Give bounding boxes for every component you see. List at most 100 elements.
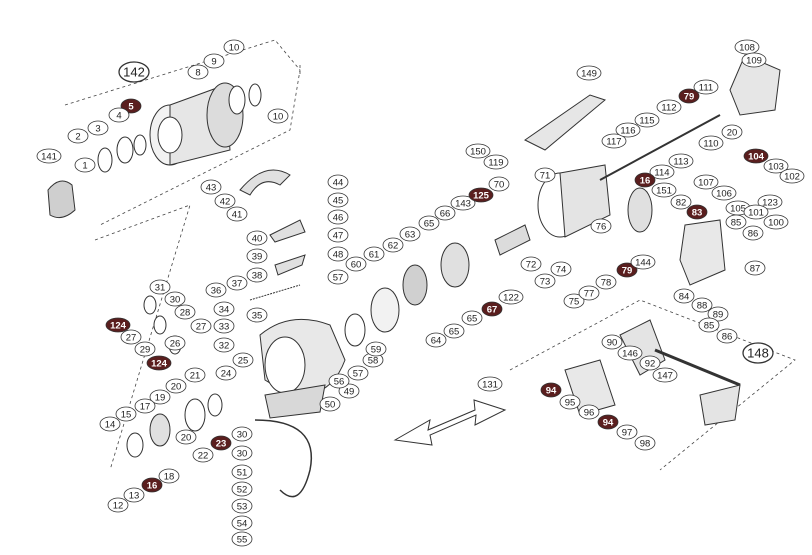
part-label-23: 23 <box>210 435 232 451</box>
part-label-95: 95 <box>559 394 581 410</box>
part-label-number: 16 <box>147 480 158 491</box>
part-label-badge <box>707 306 729 322</box>
part-label-107: 107 <box>693 174 719 190</box>
part-label-142: 142 <box>118 61 150 83</box>
part-label-number: 89 <box>713 309 724 320</box>
part-label-badge <box>232 352 254 368</box>
part-label-number: 57 <box>353 368 364 379</box>
part-label-badge <box>210 435 232 451</box>
main-shaft <box>599 114 721 181</box>
part-label-badge <box>134 341 156 357</box>
part-label-badge <box>520 256 542 272</box>
part-label-number: 8 <box>195 67 200 78</box>
part-label-number: 18 <box>164 471 175 482</box>
part-label-number: 10 <box>229 42 240 53</box>
part-label-number: 10 <box>273 111 284 122</box>
part-label-number: 94 <box>603 417 614 428</box>
part-label-badge <box>223 39 245 55</box>
part-label-badge <box>779 168 805 184</box>
part-label-number: 146 <box>622 348 638 359</box>
part-label-badge <box>741 52 767 68</box>
part-label-badge <box>120 329 142 345</box>
part-label-33: 33 <box>213 318 235 334</box>
part-label-117: 117 <box>601 133 627 149</box>
part-label-badge <box>498 289 524 305</box>
part-label-73: 73 <box>534 273 556 289</box>
part-label-number: 59 <box>371 344 382 355</box>
part-label-badge <box>601 133 627 149</box>
part-label-number: 1 <box>82 160 87 171</box>
part-label-61: 61 <box>363 246 385 262</box>
part-label-number: 79 <box>622 265 633 276</box>
part-label-number: 63 <box>405 229 416 240</box>
part-label-badge <box>213 301 235 317</box>
part-label-number: 106 <box>716 188 732 199</box>
spool-washers <box>97 83 262 173</box>
part-label-number: 90 <box>607 337 618 348</box>
part-label-badge <box>115 406 137 422</box>
part-label-badge <box>698 135 724 151</box>
part-label-number: 54 <box>237 518 248 529</box>
part-label-56: 56 <box>328 373 350 389</box>
part-label-badge <box>468 187 494 203</box>
part-label-badge <box>231 531 253 547</box>
part-label-badge <box>184 367 206 383</box>
part-label-122: 122 <box>498 289 524 305</box>
part-label-number: 85 <box>731 217 742 228</box>
part-label-146: 146 <box>617 345 643 361</box>
part-label-53: 53 <box>231 498 253 514</box>
part-label-badge <box>450 195 476 211</box>
part-label-31: 31 <box>149 279 171 295</box>
part-label-101: 101 <box>743 204 769 220</box>
part-label-number: 84 <box>679 291 690 302</box>
part-label-116: 116 <box>615 122 641 138</box>
part-label-119: 119 <box>483 154 509 170</box>
part-label-8: 8 <box>187 64 209 80</box>
part-label-badge <box>87 120 109 136</box>
part-label-number: 60 <box>351 259 362 270</box>
part-label-number: 17 <box>140 401 151 412</box>
part-label-70: 70 <box>488 176 510 192</box>
part-label-badge <box>634 172 656 188</box>
part-label-number: 100 <box>768 217 784 228</box>
part-label-badge <box>164 335 186 351</box>
part-label-144: 144 <box>630 254 656 270</box>
part-label-5: 5 <box>120 98 142 114</box>
part-label-number: 96 <box>584 407 595 418</box>
part-label-number: 95 <box>565 397 576 408</box>
part-label-number: 70 <box>494 179 505 190</box>
part-label-30: 30 <box>231 445 253 461</box>
part-label-badge <box>74 157 96 173</box>
part-label-badge <box>226 206 248 222</box>
part-label-112: 112 <box>656 99 682 115</box>
part-label-badge <box>226 275 248 291</box>
part-label-number: 24 <box>221 368 232 379</box>
part-label-94: 94 <box>540 382 562 398</box>
part-label-16: 16 <box>141 477 163 493</box>
part-label-number: 79 <box>684 91 695 102</box>
part-label-22: 22 <box>192 447 214 463</box>
part-label-number: 27 <box>126 332 137 343</box>
part-label-number: 34 <box>219 304 230 315</box>
part-label-badge <box>477 376 503 392</box>
part-label-86: 86 <box>742 225 764 241</box>
part-label-number: 73 <box>540 276 551 287</box>
part-label-83: 83 <box>686 204 708 220</box>
part-label-badge <box>200 179 222 195</box>
part-label-badge <box>363 246 385 262</box>
part-label-106: 106 <box>711 185 737 201</box>
part-label-59: 59 <box>365 341 387 357</box>
part-label-badge <box>418 215 440 231</box>
part-label-badge <box>763 214 789 230</box>
part-label-90: 90 <box>601 334 623 350</box>
part-label-badge <box>328 373 350 389</box>
part-label-52: 52 <box>231 481 253 497</box>
part-label-21: 21 <box>184 367 206 383</box>
part-label-badge <box>165 378 187 394</box>
part-label-badge <box>443 323 465 339</box>
part-label-number: 83 <box>692 207 703 218</box>
part-label-30: 30 <box>231 426 253 442</box>
spool-cap-part <box>47 180 76 219</box>
part-label-number: 42 <box>220 196 231 207</box>
